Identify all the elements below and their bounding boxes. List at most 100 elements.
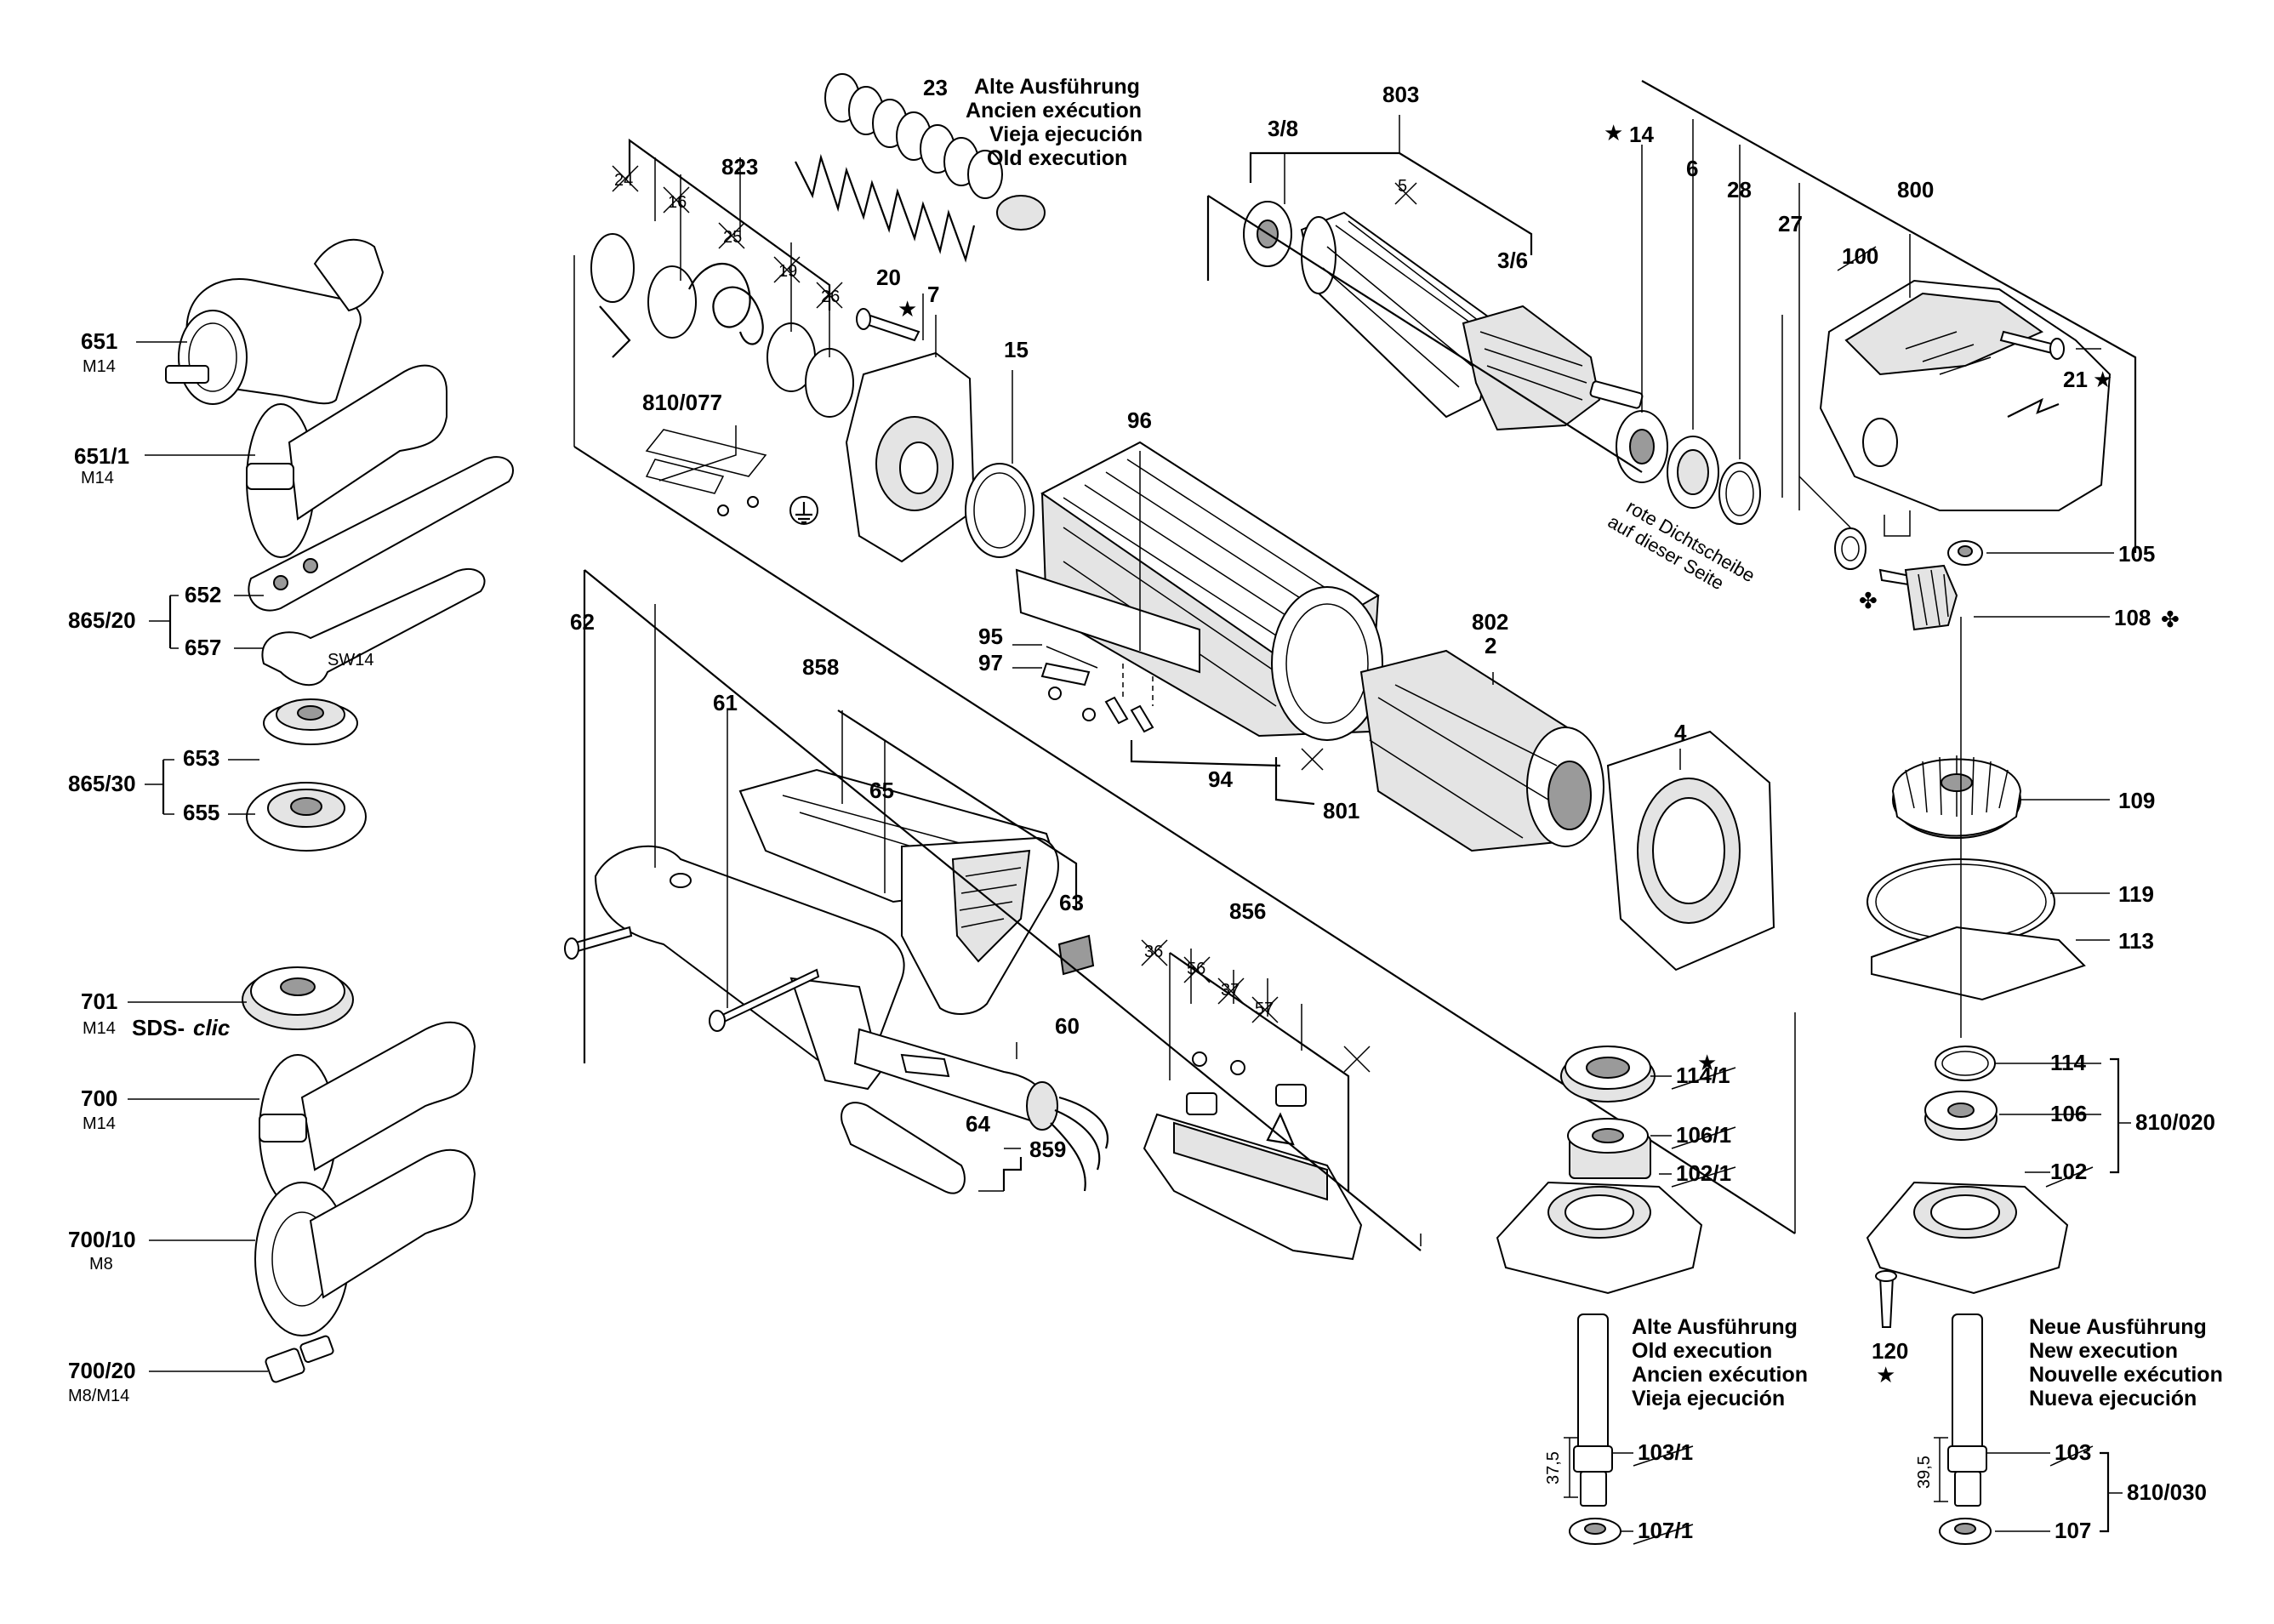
label-106: 106 bbox=[2050, 1101, 2087, 1126]
gasket-113 bbox=[1871, 926, 2086, 1001]
label-823: 823 bbox=[721, 154, 758, 179]
nut-107 bbox=[1939, 1518, 1992, 1545]
bearing-6 bbox=[1667, 436, 1719, 509]
label-108-club: ✤ bbox=[2161, 607, 2180, 632]
label-657: 657 bbox=[185, 635, 221, 660]
right-lower-labels: 109 119 113 114 106 810/020 102 ★ 114/1 … bbox=[1544, 788, 2223, 1545]
circlip-114 bbox=[1935, 1046, 1996, 1081]
label-27: 27 bbox=[1778, 211, 1803, 236]
label-114-1-star: ★ bbox=[1697, 1050, 1717, 1075]
new-execution-fr: Nouvelle exécution bbox=[2029, 1363, 2223, 1387]
label-120-star: ★ bbox=[1876, 1362, 1895, 1388]
label-701: 701 bbox=[81, 989, 117, 1014]
label-802: 802 bbox=[1472, 609, 1508, 635]
brush-springs-23 bbox=[795, 73, 1046, 263]
label-859: 859 bbox=[1029, 1137, 1066, 1162]
quick-clamping-nut-701 bbox=[242, 966, 354, 1030]
label-3-6: 3/6 bbox=[1497, 248, 1528, 273]
label-21: 21 bbox=[2063, 367, 2088, 392]
label-107: 107 bbox=[2055, 1518, 2091, 1543]
label-109: 109 bbox=[2118, 788, 2155, 813]
side-handle-700 bbox=[259, 1021, 476, 1209]
brush-cover-plate-7 bbox=[845, 351, 976, 563]
left-leaders bbox=[128, 341, 268, 1372]
label-655: 655 bbox=[183, 800, 219, 825]
armature-803 bbox=[1243, 201, 1644, 431]
label-107-1: 107/1 bbox=[1638, 1518, 1693, 1543]
bearing-106-1 bbox=[1567, 1118, 1651, 1179]
label-700-10: 700/10 bbox=[68, 1227, 136, 1252]
label-62: 62 bbox=[570, 609, 595, 635]
old-execution-bottom-es: Vieja ejecución bbox=[1632, 1387, 1785, 1410]
ring-114-1 bbox=[1560, 1046, 1656, 1103]
label-sds: SDS- bbox=[132, 1015, 185, 1040]
center-leaders bbox=[573, 138, 1796, 1251]
left-labels: 651 M14 651/1 M14 652 865/20 657 SW14 65… bbox=[68, 328, 373, 1405]
dimension-37-5: 37,5 bbox=[1544, 1451, 1563, 1484]
label-21-star: ★ bbox=[2093, 367, 2112, 392]
old-execution-bottom-fr: Ancien exécution bbox=[1632, 1363, 1808, 1387]
label-61: 61 bbox=[713, 690, 738, 715]
label-27-club: ✤ bbox=[1859, 588, 1878, 613]
old-execution-top-de: Alte Ausführung bbox=[974, 75, 1140, 99]
label-sw14: SW14 bbox=[328, 651, 373, 670]
label-20: 20 bbox=[876, 265, 901, 290]
new-execution-en: New execution bbox=[2029, 1339, 2178, 1363]
o-ring-15 bbox=[965, 463, 1034, 558]
label-651-1-thread: M14 bbox=[81, 469, 114, 487]
label-113: 113 bbox=[2118, 928, 2154, 954]
label-20-star: ★ bbox=[898, 296, 917, 322]
label-856: 856 bbox=[1229, 898, 1266, 924]
label-865-30: 865/30 bbox=[68, 771, 136, 796]
label-700-thread: M14 bbox=[83, 1114, 116, 1133]
label-96: 96 bbox=[1127, 407, 1152, 433]
switch-assembly-856 bbox=[1143, 1051, 1363, 1261]
dimension-39-5: 39,5 bbox=[1915, 1456, 1934, 1489]
screw-21 bbox=[1999, 330, 2065, 360]
spindle-103 bbox=[1947, 1313, 1987, 1507]
label-95: 95 bbox=[978, 624, 1003, 649]
bearing-106 bbox=[1924, 1091, 1998, 1141]
label-119: 119 bbox=[2118, 881, 2154, 907]
label-60: 60 bbox=[1055, 1013, 1080, 1039]
label-14-star: ★ bbox=[1604, 120, 1623, 145]
label-6: 6 bbox=[1686, 156, 1698, 181]
old-execution-bottom-en: Old execution bbox=[1632, 1339, 1772, 1363]
label-4: 4 bbox=[1674, 720, 1687, 745]
adapter-700-20 bbox=[265, 1335, 334, 1383]
label-810-030: 810/030 bbox=[2127, 1479, 2207, 1505]
label-65: 65 bbox=[869, 778, 894, 803]
motor-housing-96 bbox=[1015, 441, 1383, 741]
label-105: 105 bbox=[2118, 541, 2155, 567]
label-28: 28 bbox=[1727, 177, 1752, 202]
right-upper-leaders bbox=[1206, 80, 2137, 618]
mounting-flange-655 bbox=[246, 782, 367, 852]
old-execution-top-es: Vieja ejecución bbox=[989, 123, 1143, 146]
label-700-20: 700/20 bbox=[68, 1358, 136, 1383]
label-x16: 16 bbox=[668, 193, 687, 212]
nut-107-1 bbox=[1569, 1518, 1621, 1545]
label-3-8: 3/8 bbox=[1268, 116, 1298, 141]
label-651-1: 651/1 bbox=[74, 443, 129, 469]
label-810-077: 810/077 bbox=[642, 390, 722, 415]
open-end-spanner-657 bbox=[261, 567, 486, 687]
label-x5: 5 bbox=[1398, 177, 1407, 196]
label-652: 652 bbox=[185, 582, 221, 607]
side-handle-651-1 bbox=[246, 364, 447, 558]
gear-housing-800 bbox=[1819, 279, 2112, 511]
label-651-thread: M14 bbox=[83, 357, 116, 376]
label-653: 653 bbox=[183, 745, 219, 771]
label-803: 803 bbox=[1382, 82, 1419, 107]
spindle-103-1 bbox=[1573, 1313, 1613, 1507]
label-865-20: 865/20 bbox=[68, 607, 136, 633]
two-pin-wrench-652 bbox=[248, 456, 514, 612]
crown-gear-109 bbox=[1891, 755, 2022, 839]
field-coil-802 bbox=[1359, 649, 1604, 852]
handle-half-858-65 bbox=[738, 768, 1059, 1015]
label-700: 700 bbox=[81, 1086, 117, 1111]
new-execution-es: Nueva ejecución bbox=[2029, 1387, 2197, 1410]
label-102-1: 102/1 bbox=[1676, 1160, 1731, 1186]
label-858: 858 bbox=[802, 654, 839, 680]
screws-95-97 bbox=[1040, 646, 1154, 733]
